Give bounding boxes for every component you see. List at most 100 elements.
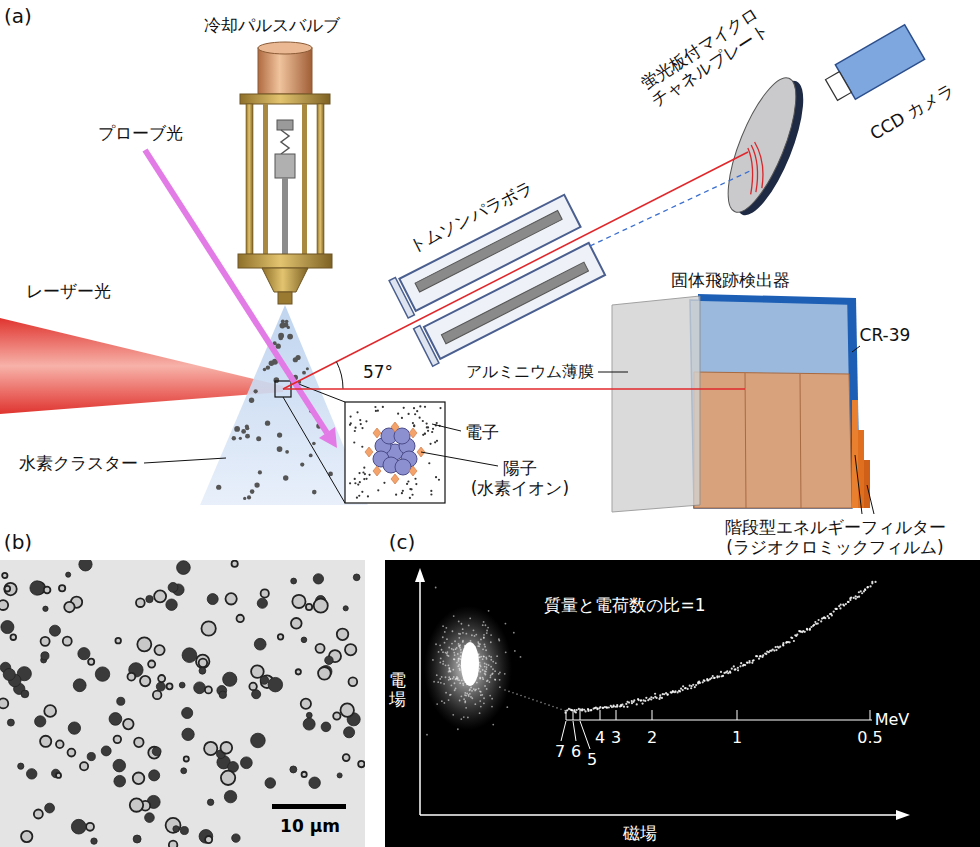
electron-dot bbox=[359, 419, 361, 421]
ion-trace bbox=[435, 587, 437, 589]
ion-trace bbox=[654, 693, 656, 695]
part-label: トムソンパラボラ bbox=[406, 177, 536, 257]
electron-dot bbox=[430, 490, 432, 492]
ion-trace bbox=[674, 691, 676, 693]
droplet bbox=[180, 827, 188, 835]
electron-dot bbox=[349, 482, 351, 484]
electron-dot bbox=[353, 441, 355, 443]
electron-dot bbox=[361, 446, 363, 448]
ion-trace bbox=[445, 627, 447, 629]
electron-dot bbox=[435, 476, 437, 478]
ion-trace bbox=[694, 686, 696, 688]
ion-trace bbox=[477, 645, 479, 647]
ion-trace bbox=[451, 648, 453, 650]
ion-trace bbox=[809, 629, 811, 631]
proton-marker bbox=[373, 428, 381, 438]
electron-dot bbox=[424, 433, 426, 435]
electron-dot bbox=[363, 478, 365, 480]
droplet bbox=[154, 645, 164, 655]
droplet bbox=[166, 818, 181, 833]
ion-trace bbox=[474, 703, 476, 705]
thomson-parabola bbox=[441, 262, 588, 344]
tick-label: 5 bbox=[587, 750, 597, 769]
droplet bbox=[140, 676, 150, 686]
droplet bbox=[95, 667, 109, 681]
droplet bbox=[291, 618, 302, 629]
ion-trace bbox=[443, 683, 445, 685]
part-label: CR-39 bbox=[860, 325, 911, 345]
ion-trace bbox=[512, 692, 514, 694]
ion-trace bbox=[490, 634, 492, 636]
ion-trace bbox=[458, 643, 460, 645]
droplet bbox=[254, 638, 266, 650]
proton-marker bbox=[409, 428, 417, 438]
droplet bbox=[261, 589, 269, 597]
ion-trace bbox=[492, 673, 494, 675]
part-label: レーザー光 bbox=[26, 281, 111, 301]
electron-dot bbox=[359, 481, 361, 483]
ion-trace bbox=[459, 647, 461, 649]
ion-trace bbox=[782, 642, 784, 644]
ion-trace bbox=[479, 656, 481, 658]
droplet bbox=[314, 599, 328, 613]
electron-dot bbox=[354, 478, 356, 480]
cluster-dot bbox=[239, 437, 242, 440]
ion-trace bbox=[682, 685, 684, 687]
ion-trace bbox=[765, 653, 767, 655]
pulse-valve bbox=[277, 120, 293, 130]
leader-line bbox=[852, 346, 860, 352]
ion-trace bbox=[454, 682, 456, 684]
ion-trace bbox=[486, 680, 488, 682]
ion-trace bbox=[450, 671, 452, 673]
droplet bbox=[101, 746, 111, 756]
track-detector bbox=[612, 294, 870, 512]
cluster-dot bbox=[306, 367, 309, 370]
electron-dot bbox=[422, 420, 424, 422]
droplet bbox=[292, 595, 305, 608]
track-detector bbox=[864, 460, 870, 508]
ion-trace bbox=[734, 669, 736, 671]
ion-trace bbox=[455, 678, 457, 680]
cluster-dot bbox=[277, 432, 282, 437]
electron-dot bbox=[438, 479, 440, 481]
ion-trace bbox=[448, 679, 450, 681]
ion-trace bbox=[576, 709, 578, 711]
cluster-dot bbox=[254, 389, 258, 393]
ion-trace bbox=[461, 680, 463, 682]
ion-trace bbox=[858, 596, 860, 598]
ion-trace bbox=[454, 640, 456, 642]
ion-trace bbox=[866, 586, 868, 588]
electron-dot bbox=[403, 407, 405, 409]
ion-trace bbox=[871, 581, 873, 583]
ion-trace bbox=[599, 706, 601, 708]
droplet bbox=[154, 590, 166, 602]
electron-dot bbox=[349, 405, 442, 499]
ion-trace bbox=[492, 661, 494, 663]
ion-trace bbox=[494, 679, 496, 681]
ion-trace bbox=[482, 677, 484, 679]
energy-scale bbox=[616, 710, 617, 720]
panel-letter: (c) bbox=[389, 530, 416, 554]
cluster-dot bbox=[265, 420, 270, 425]
droplet bbox=[196, 655, 209, 668]
ion-trace bbox=[462, 684, 464, 686]
mcp-detector bbox=[740, 142, 777, 188]
ion-trace bbox=[480, 694, 482, 696]
pulse-valve bbox=[258, 42, 312, 54]
electron-dot bbox=[377, 489, 379, 491]
droplet bbox=[205, 836, 212, 843]
ion-trace bbox=[684, 687, 686, 689]
part-label: 陽子 (水素イオン) bbox=[471, 458, 569, 499]
part-label: 電子 bbox=[465, 422, 499, 442]
droplet bbox=[221, 742, 233, 754]
ion-trace bbox=[490, 666, 492, 668]
droplet bbox=[153, 691, 162, 700]
ion-trace bbox=[436, 674, 438, 676]
electron-dot bbox=[350, 422, 352, 424]
electron-dot bbox=[365, 420, 367, 422]
ion-trace bbox=[457, 665, 459, 667]
droplet bbox=[207, 799, 213, 805]
ion-trace bbox=[445, 676, 447, 678]
ion-trace bbox=[483, 637, 485, 639]
